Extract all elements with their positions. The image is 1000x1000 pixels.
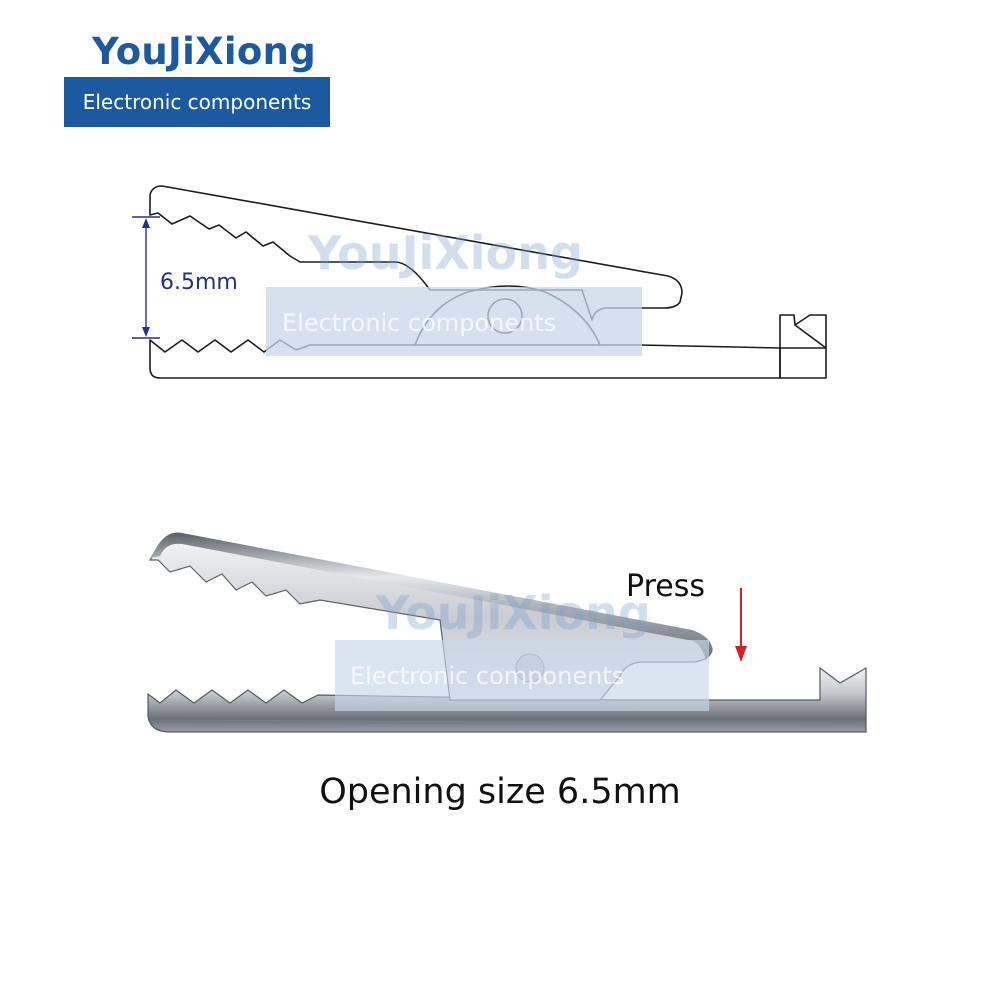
watermark-tagline-bottom: Electronic components [350,662,625,690]
opening-size-caption: Opening size 6.5mm [319,772,681,812]
dimension-indicator [132,216,160,339]
watermark-box-bottom [335,640,709,711]
press-label: Press [626,569,705,604]
clip-tail-outline [779,314,827,379]
watermark-tagline-top: Electronic components [282,309,557,337]
watermark-box-top [266,287,642,356]
dimension-label: 6.5mm [160,270,238,295]
press-arrow [735,588,747,662]
brand-tagline: Electronic components [82,90,312,114]
upper-jaw-rim [150,532,713,660]
watermark-name-top: YouJiXiong [308,226,583,280]
brand-title: YouJiXiong [92,30,317,73]
watermark-name-bottom: YouJiXiong [376,586,651,640]
brand-tagline-banner: Electronic components [64,77,330,127]
